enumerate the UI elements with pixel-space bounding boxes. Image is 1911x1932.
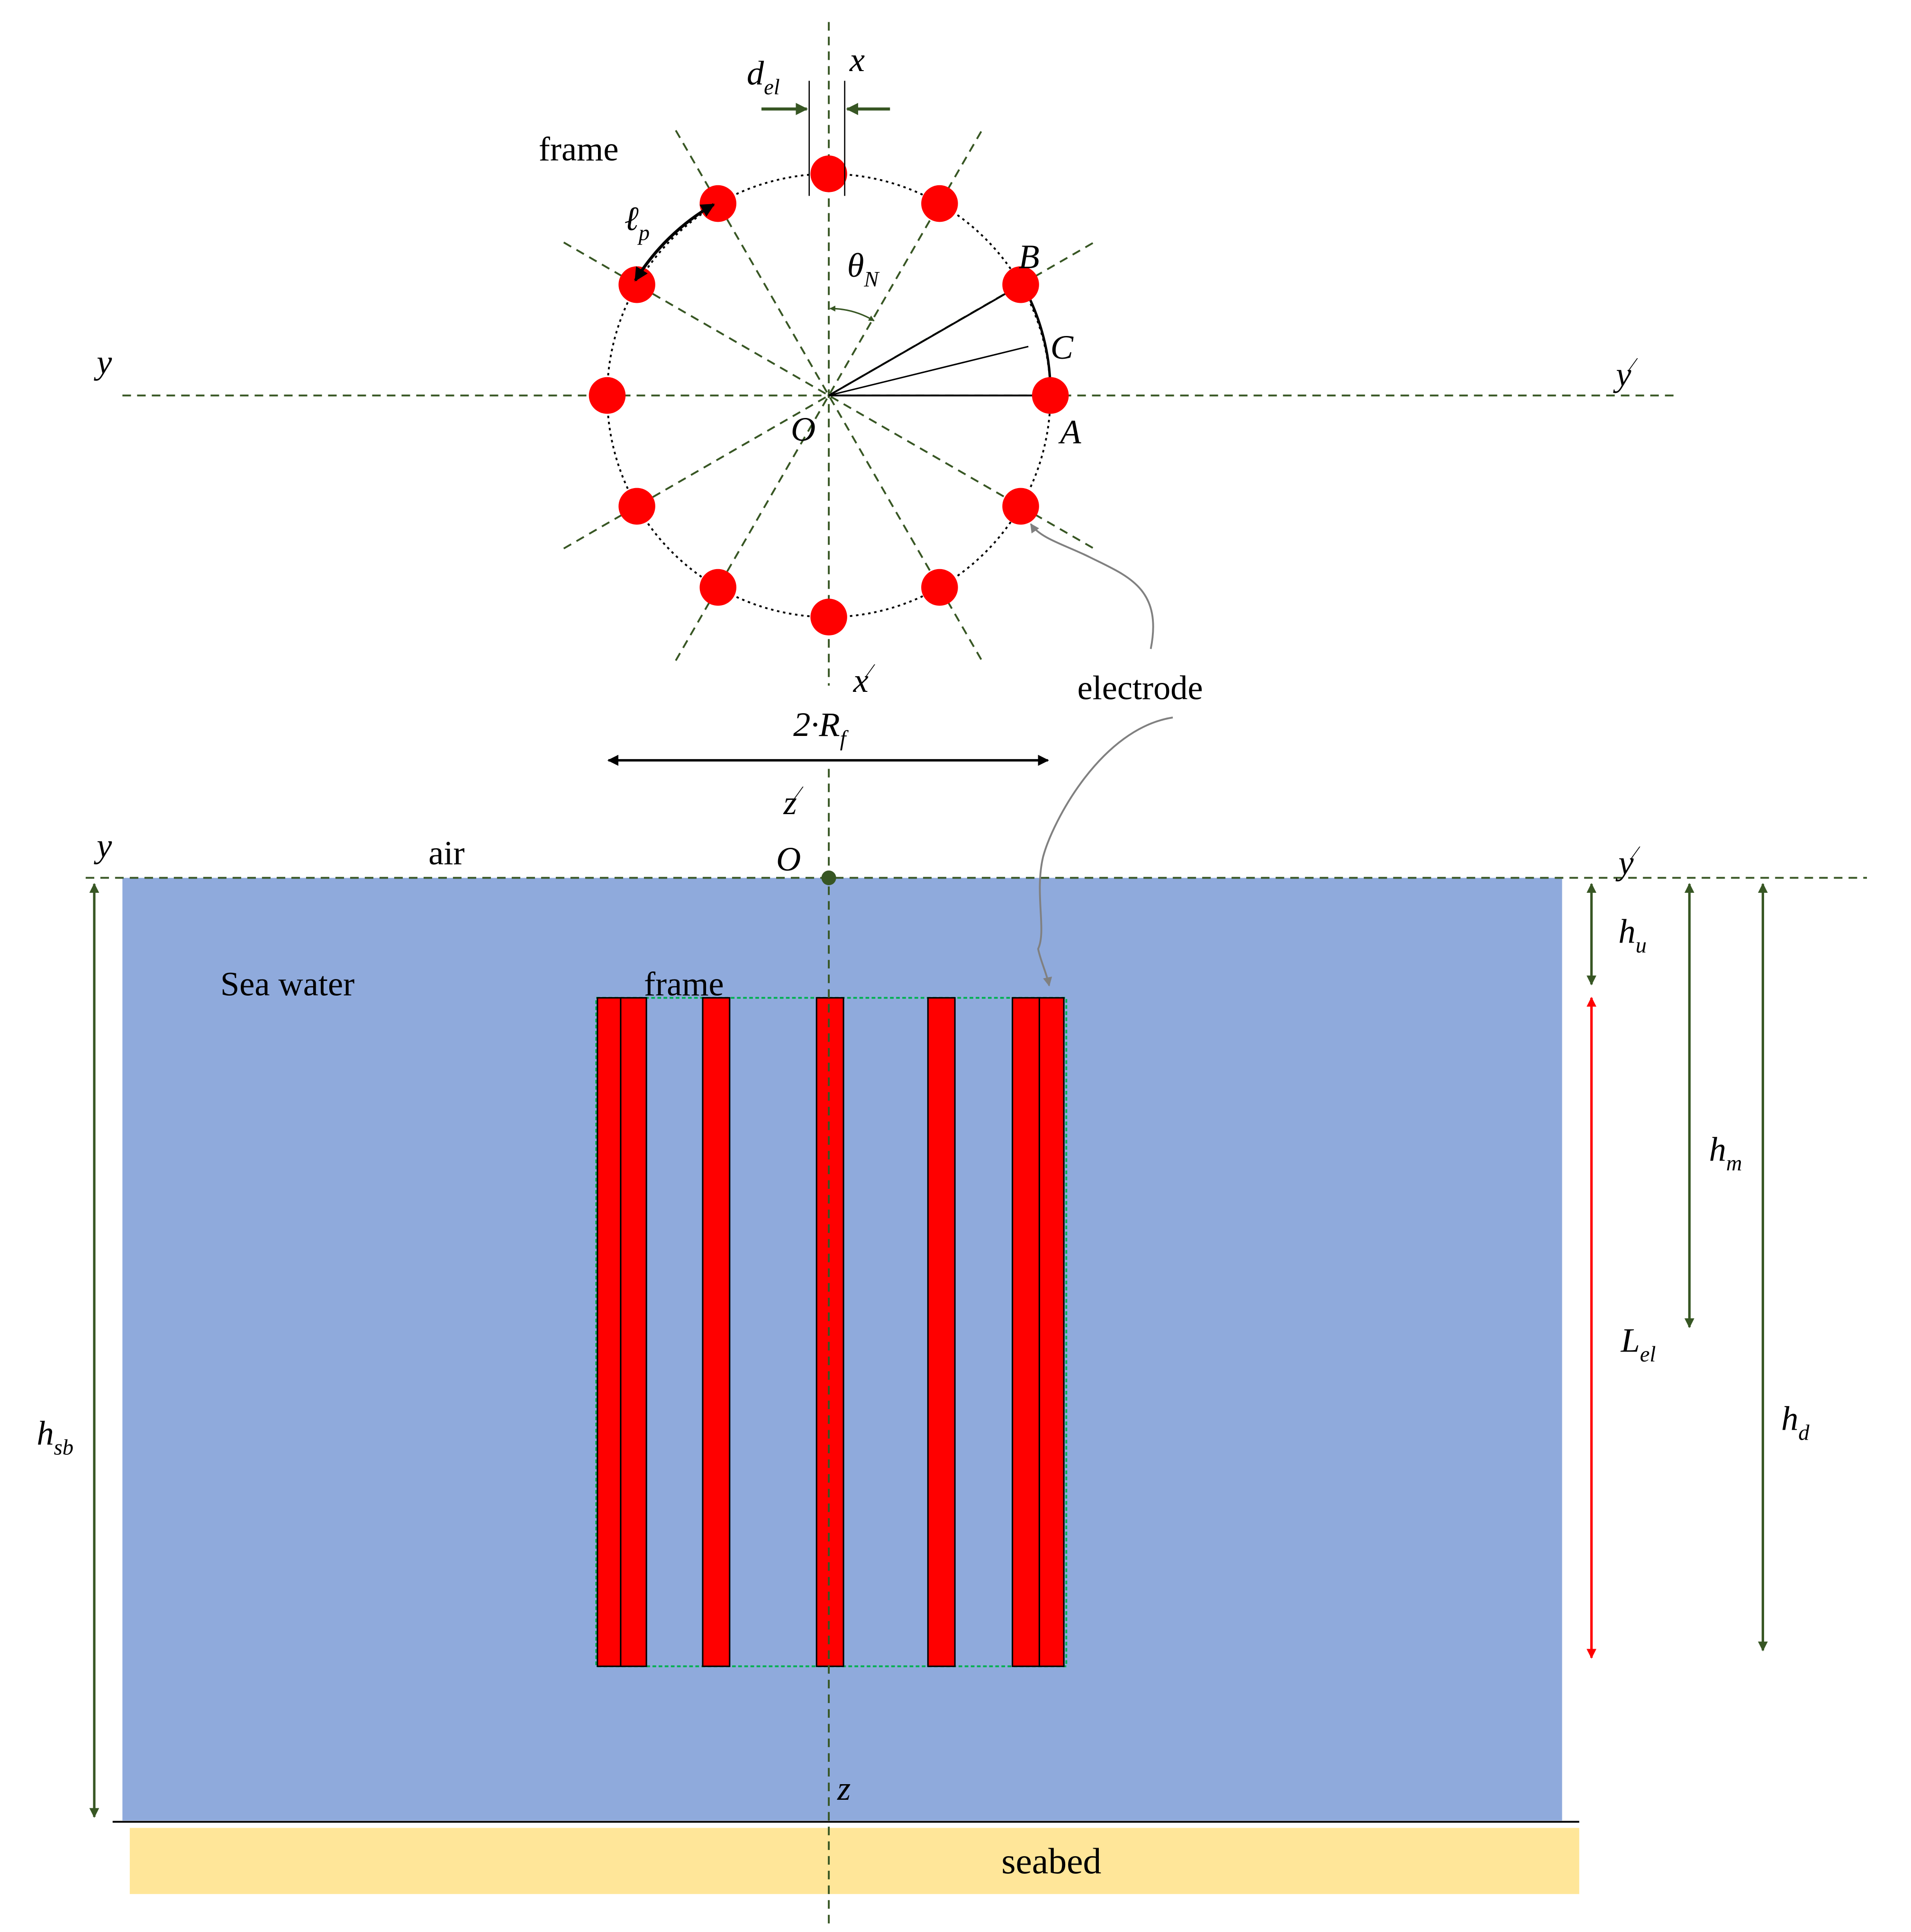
d-el-label: del [747, 54, 780, 100]
electrode-circle [810, 599, 847, 635]
electrode-bar [1012, 997, 1041, 1667]
l-p-dimension-arrow [634, 203, 715, 282]
axis-label-z-prime: z⁄ [783, 782, 804, 822]
electrode-bar [620, 997, 647, 1667]
electrode-bar [815, 997, 844, 1667]
point-label-B: B [1019, 238, 1040, 276]
theta-n-label: θN [847, 246, 880, 292]
h-m-label: hm [1709, 1130, 1742, 1176]
electrode-bar [927, 997, 956, 1667]
electrode-circle [1002, 266, 1039, 303]
electrode-bar [702, 997, 731, 1667]
axis-label-y-prime-side: y⁄ [1615, 842, 1641, 882]
electrode-circle [618, 488, 655, 525]
axis-label-z-side: z [837, 1769, 851, 1807]
electrode-bars [597, 997, 1065, 1667]
axis-label-x-top: x [849, 41, 865, 79]
seabed-region [129, 1828, 1579, 1894]
two-rf-label: 2·Rf [793, 706, 849, 751]
air-label: air [428, 834, 464, 872]
seabed-label: seabed [1001, 1841, 1101, 1881]
origin-label-side: O [776, 840, 801, 878]
axis-label-y-top: y [93, 343, 112, 381]
line-OC [828, 345, 1029, 397]
electrode-label: electrode [1078, 669, 1203, 707]
point-label-C: C [1051, 328, 1074, 366]
electrode-circle [921, 569, 958, 606]
h-d-label: hd [1781, 1400, 1810, 1445]
axis-label-y-side: y [93, 827, 112, 865]
axis-label-y-prime-top: y⁄ [1612, 354, 1638, 393]
point-label-A: A [1058, 413, 1081, 451]
electrode-bar [597, 997, 623, 1667]
axis-label-x-prime: x⁄ [853, 660, 876, 699]
electrode-circle [618, 266, 655, 303]
h-u-label: hu [1619, 912, 1647, 958]
theta-n-arc [829, 305, 875, 322]
electrode-circle [589, 377, 626, 414]
sea-water-label: Sea water [220, 965, 354, 1003]
frame-label-side: frame [644, 965, 724, 1003]
electrode-bar [1038, 997, 1065, 1667]
origin-label-top: O [791, 410, 815, 448]
electrode-circle [921, 185, 958, 222]
electrode-circle [1032, 377, 1069, 414]
labels: frame x x⁄ y y⁄ O A B C del ℓp θN 2·Rf e… [37, 41, 1810, 1881]
electrode-pointer-side [1037, 717, 1173, 987]
electrode-circle [810, 155, 847, 192]
side-origin-dot [821, 870, 836, 885]
electrode-circle [699, 185, 737, 222]
line-OB [828, 283, 1023, 397]
l-p-label: ℓp [625, 200, 650, 245]
frame-label-top: frame [539, 130, 619, 168]
h-sb-label: hsb [37, 1415, 74, 1460]
electrode-circle [699, 569, 737, 606]
electrode-pointer-top [1030, 523, 1154, 649]
electrode-circle [1002, 488, 1039, 525]
l-el-label: Lel [1621, 1321, 1656, 1367]
